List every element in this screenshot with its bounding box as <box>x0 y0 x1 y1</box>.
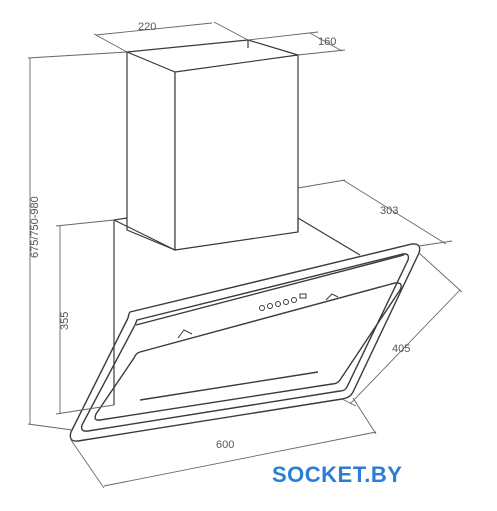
control-button-3 <box>275 301 281 307</box>
glass-window <box>94 282 402 421</box>
glass-seam <box>135 254 405 326</box>
ext-220-right <box>213 21 249 41</box>
dim-width <box>103 431 377 487</box>
ext-600-left <box>70 439 105 489</box>
control-indicator <box>299 293 307 299</box>
body-top-left <box>113 217 128 221</box>
chimney-top-back <box>247 39 299 56</box>
ext-600-right <box>352 397 377 435</box>
ext-405-top <box>418 252 463 293</box>
label-total-height: 675/750-980 <box>29 196 41 258</box>
ext-303-bottom <box>418 240 453 247</box>
glass-outer-frame <box>69 243 421 442</box>
hinge-right <box>325 293 339 301</box>
dim-chimney-depth <box>309 32 343 52</box>
hood-body <box>113 217 361 405</box>
label-width: 600 <box>216 439 234 451</box>
ext-bottom-height <box>27 423 73 431</box>
hinge-left <box>177 329 193 339</box>
ext-body-top <box>55 219 115 227</box>
brand-logo-text: SOCKET.BY <box>272 462 403 487</box>
dim-chimney-width <box>95 22 213 36</box>
label-body-depth: 303 <box>380 205 398 217</box>
label-chimney-width: 220 <box>138 21 156 33</box>
control-button-4 <box>283 299 289 305</box>
chimney-side-face <box>174 54 299 251</box>
ext-160-bottom <box>297 49 346 56</box>
ext-body-bottom <box>55 404 115 415</box>
chimney-front-face <box>126 51 176 251</box>
ext-303-top <box>297 179 346 189</box>
glass-panel <box>69 243 421 442</box>
ext-160-top <box>247 31 319 41</box>
body-top-front <box>113 219 176 251</box>
dimension-lines <box>27 21 463 489</box>
chimney-top-edge <box>126 39 249 53</box>
control-panel <box>259 293 307 311</box>
hinges <box>177 293 339 339</box>
glass-bottom-reflection <box>139 371 319 401</box>
control-button-2 <box>267 303 273 309</box>
label-body-height: 355 <box>59 312 71 330</box>
chimney <box>126 39 299 251</box>
ext-top-height <box>27 51 128 59</box>
glass-inner-frame <box>80 253 410 432</box>
ext-405-bottom <box>341 398 357 407</box>
dim-glass-length <box>349 289 461 405</box>
ext-220-left <box>93 33 128 53</box>
control-button-1 <box>259 305 265 311</box>
label-glass-length: 405 <box>392 343 410 355</box>
body-top-right <box>297 217 361 256</box>
control-button-5 <box>291 297 297 303</box>
dim-body-depth <box>342 179 447 245</box>
label-chimney-depth: 160 <box>318 36 336 48</box>
